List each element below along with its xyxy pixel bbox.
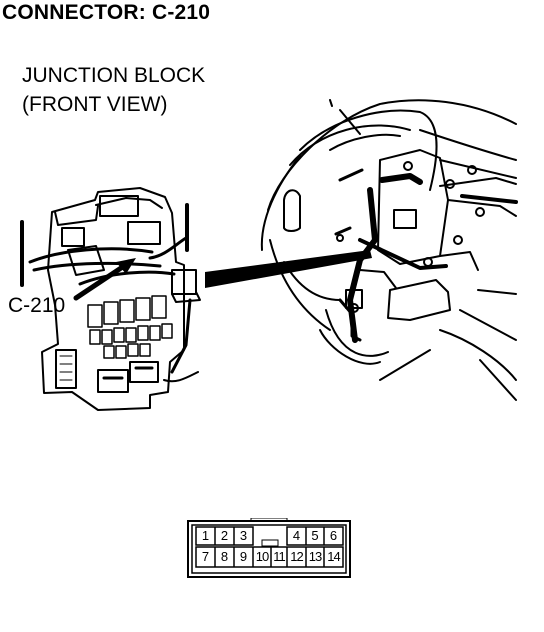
steering-column-drawing [260,99,518,401]
connector-pin-labels: 1 2 3 4 5 6 7 8 9 10 11 12 13 14 [187,518,351,578]
pin-12: 12 [290,549,303,564]
pin-4: 4 [292,528,301,543]
pin-9: 9 [239,549,248,564]
junction-block-label: JUNCTION BLOCK [22,64,206,87]
pin-3: 3 [239,528,248,543]
junction-block-drawing [20,187,201,411]
page-title: CONNECTOR: C-210 [2,1,211,24]
pin-5: 5 [311,528,319,543]
pin-13: 13 [308,549,322,564]
c210-callout-label: C-210 [8,294,66,317]
pin-14: 14 [327,549,340,564]
pin-8: 8 [220,549,229,564]
connector-face [187,518,351,578]
pin-11: 11 [273,549,286,564]
pin-10: 10 [255,549,269,564]
pin-2: 2 [220,528,229,543]
front-view-label: (FRONT VIEW) [22,93,168,116]
pin-1: 1 [201,528,210,543]
pin-6: 6 [329,528,338,543]
pin-7: 7 [201,549,210,564]
